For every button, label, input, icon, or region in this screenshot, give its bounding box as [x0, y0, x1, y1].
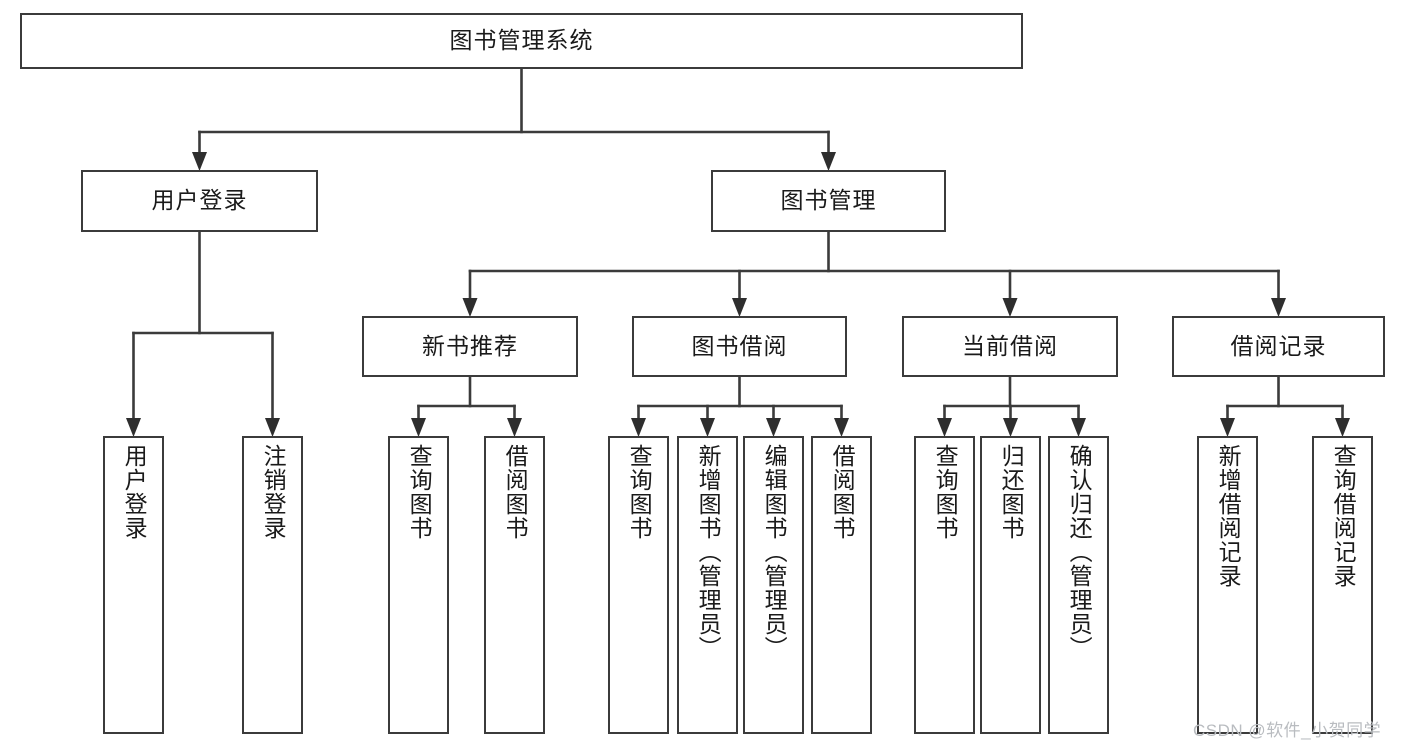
node-label: 查询图书 [932, 444, 959, 540]
node-new-book-recommend[interactable]: 新书推荐 [362, 316, 578, 377]
leaf-confirm-return[interactable]: 确认归还（管理员） [1048, 436, 1109, 734]
node-label: 归还图书 [998, 444, 1025, 540]
node-label: 借阅图书 [829, 444, 856, 540]
node-label: 查询图书 [626, 444, 653, 540]
node-label: 图书管理系统 [449, 27, 594, 54]
node-label: 查询图书 [406, 444, 433, 540]
node-label: 新增借阅记录 [1215, 444, 1242, 588]
node-root[interactable]: 图书管理系统 [20, 13, 1023, 69]
node-label: 编辑图书（管理员） [761, 444, 788, 660]
leaf-return-book[interactable]: 归还图书 [980, 436, 1041, 734]
leaf-user-logout[interactable]: 注销登录 [242, 436, 303, 734]
node-label: 查询借阅记录 [1330, 444, 1357, 588]
node-book-borrow[interactable]: 图书借阅 [632, 316, 847, 377]
node-label: 新书推荐 [422, 332, 518, 359]
leaf-add-book[interactable]: 新增图书（管理员） [677, 436, 738, 734]
node-label: 图书管理 [780, 187, 877, 214]
node-label: 用户登录 [121, 444, 148, 540]
node-current-borrow[interactable]: 当前借阅 [902, 316, 1118, 377]
node-label: 用户登录 [151, 187, 248, 214]
leaf-query-book-2[interactable]: 查询图书 [608, 436, 669, 734]
node-label: 注销登录 [260, 444, 287, 540]
node-label: 新增图书（管理员） [695, 444, 722, 660]
leaf-query-book-3[interactable]: 查询图书 [914, 436, 975, 734]
node-label: 当前借阅 [962, 332, 1058, 359]
node-label: 借阅记录 [1230, 332, 1327, 359]
leaf-add-borrow-record[interactable]: 新增借阅记录 [1197, 436, 1258, 734]
node-borrow-record[interactable]: 借阅记录 [1172, 316, 1385, 377]
leaf-user-login[interactable]: 用户登录 [103, 436, 164, 734]
leaf-query-book-1[interactable]: 查询图书 [388, 436, 449, 734]
leaf-query-borrow-record[interactable]: 查询借阅记录 [1312, 436, 1373, 734]
node-label: 借阅图书 [502, 444, 529, 540]
leaf-borrow-book-2[interactable]: 借阅图书 [811, 436, 872, 734]
watermark: CSDN @软件_小贺同学 [1193, 721, 1382, 740]
leaf-edit-book[interactable]: 编辑图书（管理员） [743, 436, 804, 734]
node-book-manage[interactable]: 图书管理 [711, 170, 946, 232]
node-label: 图书借阅 [691, 332, 788, 359]
leaf-borrow-book-1[interactable]: 借阅图书 [484, 436, 545, 734]
node-label: 确认归还（管理员） [1066, 444, 1093, 660]
node-user-login[interactable]: 用户登录 [81, 170, 318, 232]
